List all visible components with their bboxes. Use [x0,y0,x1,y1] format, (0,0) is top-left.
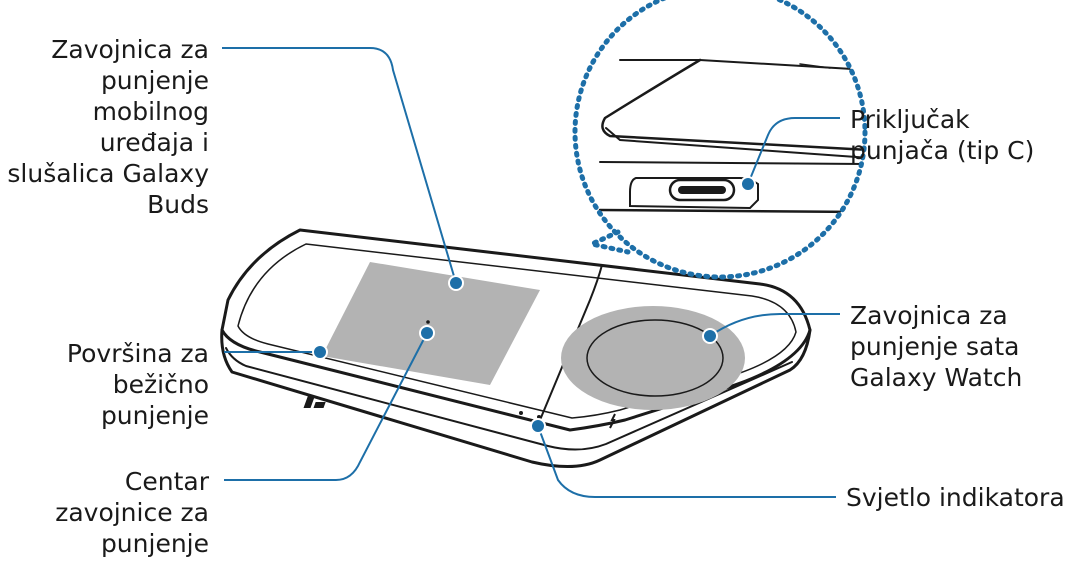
pad-inner-rim [237,243,797,419]
dot-port [740,176,756,192]
zoom-inset [572,0,868,280]
label-line: slušalica Galaxy [7,159,209,188]
label-line: mobilnog [92,97,209,126]
callout-phone-coil-line [222,47,457,284]
label-line: Površina za [66,339,209,368]
label-charger-port: Priključak punjača (tip C) [850,104,1034,166]
pad-divider [539,264,603,421]
label-line: punjenje [100,529,209,558]
label-phone-coil: Zavojnica za punjenje mobilnog uređaja i… [7,34,209,220]
dot-surface [312,344,328,360]
label-line: punjenje [100,401,209,430]
pad-side-outline [220,328,812,469]
label-line: Centar [124,467,209,496]
label-line: Buds [147,190,209,219]
callout-watch-line [709,313,840,337]
label-charging-surface: Površina za bežično punjenje [67,338,209,431]
label-line: zavojnice za [55,498,209,527]
label-line: Priključak [850,105,970,134]
dot-indicator [530,418,546,434]
dot-phone-coil [448,275,464,291]
watch-coil-center [586,319,724,397]
pad-bottom-edge [225,347,793,451]
label-line: punjenje sata [850,332,1020,361]
label-line: punjenje [100,66,209,95]
label-line: Zavojnica za [850,301,1008,330]
label-indicator-light: Svjetlo indikatora [846,482,1065,513]
callout-dots [312,176,756,434]
dot-watch [702,328,718,344]
label-watch-coil: Zavojnica za punjenje sata Galaxy Watch [850,300,1022,393]
label-line: punjača (tip C) [850,136,1035,165]
callout-indicator-line [537,425,836,498]
label-line: Svjetlo indikatora [846,483,1065,512]
label-line: uređaja i [99,128,209,157]
callouts [222,47,840,498]
label-line: Galaxy Watch [850,363,1023,392]
label-coil-center: Centar zavojnice za punjenje [55,466,209,559]
callout-port-line [747,117,840,185]
callout-center-line [224,332,428,481]
dot-center [419,325,435,341]
phone-coil-area [322,262,540,385]
label-line: bežično [112,370,209,399]
label-line: Zavojnica za [51,35,209,64]
